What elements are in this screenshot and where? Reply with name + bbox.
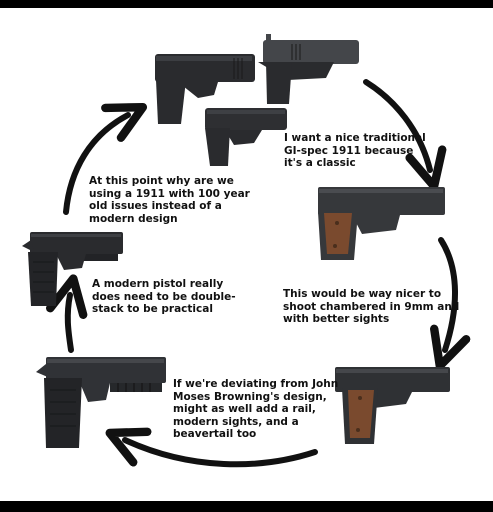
arrow-left-up bbox=[46, 274, 88, 353]
arrow-bottom-to-left bbox=[105, 427, 318, 468]
pistol-polymer-right bbox=[258, 34, 359, 104]
caption-line: shoot chambered in 9mm and bbox=[283, 300, 460, 313]
pistol-1911-railed bbox=[36, 357, 166, 448]
caption-line: with better sights bbox=[283, 313, 390, 326]
caption-line: A modern pistol really bbox=[92, 278, 224, 290]
caption-line: modern sights, and a bbox=[173, 415, 299, 428]
pistol-1911-traditional bbox=[318, 187, 445, 260]
caption-line: using a 1911 with 100 year bbox=[89, 187, 250, 200]
caption-line: modern design bbox=[89, 212, 178, 225]
arrow-top-to-right bbox=[363, 79, 447, 191]
pistol-polymer-bottom bbox=[205, 108, 287, 166]
caption-rail-beavertail: If we're deviating from John Moses Brown… bbox=[173, 378, 338, 441]
top-frame-bar bbox=[0, 0, 493, 8]
caption-double-stack: A modern pistol really does need to be d… bbox=[92, 278, 236, 316]
caption-line: GI-spec 1911 because bbox=[284, 144, 414, 157]
caption-line: it's a classic bbox=[284, 157, 356, 170]
caption-traditional-1911: I want a nice traditional GI-spec 1911 b… bbox=[284, 132, 426, 170]
caption-line: old issues instead of a bbox=[89, 200, 222, 213]
caption-line: At this point why are we bbox=[89, 175, 234, 187]
bottom-frame-bar bbox=[0, 501, 493, 512]
caption-modern-design: At this point why are we using a 1911 wi… bbox=[89, 175, 250, 225]
pistol-double-stack bbox=[22, 232, 123, 306]
caption-line: Moses Browning's design, bbox=[173, 390, 327, 403]
caption-line: This would be way nicer to bbox=[283, 288, 442, 300]
caption-9mm: This would be way nicer to shoot chamber… bbox=[283, 288, 459, 326]
pistol-polymer-left bbox=[155, 54, 255, 124]
caption-line: does need to be double- bbox=[92, 290, 236, 303]
arrow-right-to-lower-right bbox=[430, 237, 471, 371]
arrow-left-to-top bbox=[63, 102, 148, 215]
caption-line: If we're deviating from John bbox=[173, 378, 339, 390]
caption-line: I want a nice traditional bbox=[284, 132, 426, 144]
pistol-1911-9mm bbox=[335, 367, 450, 444]
caption-line: stack to be practical bbox=[92, 303, 213, 316]
caption-line: might as well add a rail, bbox=[173, 403, 316, 416]
caption-line: beavertail too bbox=[173, 428, 257, 441]
